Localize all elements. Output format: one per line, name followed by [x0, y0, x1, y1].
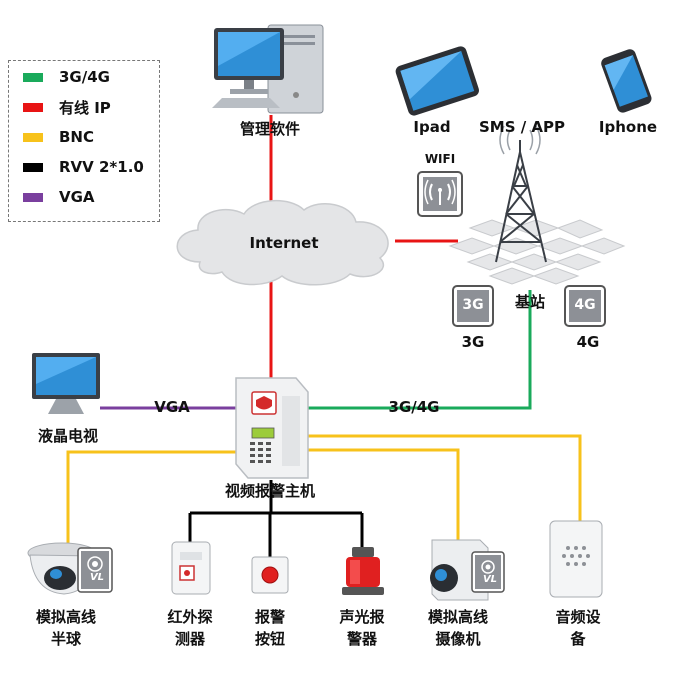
- legend: 3G/4G 有线 IP BNC RVV 2*1.0 VGA: [8, 60, 160, 222]
- pir-detector-icon: [171, 541, 211, 595]
- legend-item-rvv: RVV 2*1.0: [23, 157, 144, 177]
- legend-label: BNC: [59, 128, 94, 146]
- badge-3g-icon: [452, 285, 494, 327]
- line-host-basestation: [308, 290, 532, 410]
- legend-label: 有线 IP: [59, 98, 111, 117]
- legend-item-vga: VGA: [23, 187, 95, 207]
- analog-camera-label: 模拟高线 摄像机: [413, 606, 503, 650]
- legend-swatch: [23, 102, 43, 112]
- legend-swatch: [23, 192, 43, 202]
- label-4g: 4G: [576, 333, 600, 351]
- label-3g: 3G: [461, 333, 485, 351]
- audio-device-label: 音频设 备: [543, 606, 613, 650]
- siren-label-text: 声光报 警器: [339, 608, 385, 648]
- legend-item-bnc: BNC: [23, 127, 94, 147]
- legend-item-wired-ip: 有线 IP: [23, 97, 111, 117]
- tv-icon: [32, 353, 100, 414]
- alarm-host-label: 视频报警主机: [224, 482, 316, 500]
- line-host-camera: [305, 448, 460, 540]
- base-station-label: 基站: [514, 293, 546, 311]
- legend-label: RVV 2*1.0: [59, 158, 144, 176]
- legend-label: VGA: [59, 188, 95, 206]
- dome-camera-label: 模拟高线 半球: [21, 606, 111, 650]
- badge-3g-text: 3G: [462, 297, 484, 313]
- ipad-icon: [395, 46, 479, 116]
- iphone-icon: [601, 49, 652, 113]
- iphone-label: Iphone: [598, 118, 658, 136]
- legend-item-3g4g: 3G/4G: [23, 67, 110, 87]
- legend-swatch: [23, 132, 43, 142]
- analog-camera-icon: [430, 539, 505, 601]
- analog-camera-label-text: 模拟高线 摄像机: [427, 608, 488, 648]
- alarm-button-label-text: 报警 按钮: [254, 608, 285, 648]
- tv-label: 液晶电视: [37, 427, 99, 445]
- camera-vl-badge: VL: [482, 574, 498, 585]
- badge-4g-icon: [564, 285, 606, 327]
- audio-device-label-text: 音频设 备: [555, 608, 601, 648]
- dome-vl-badge: VL: [89, 572, 105, 583]
- mobile-link-label: 3G/4G: [388, 398, 440, 416]
- line-host-audio: [305, 434, 582, 522]
- sms-app-label: SMS / APP: [478, 118, 566, 136]
- base-station-icon: [448, 125, 626, 285]
- vga-link-label: VGA: [154, 398, 190, 416]
- legend-label: 3G/4G: [59, 68, 110, 86]
- audio-device-icon: [549, 520, 603, 598]
- legend-swatch: [23, 162, 43, 172]
- alarm-button-icon: [251, 556, 289, 594]
- ipad-label: Ipad: [413, 118, 451, 136]
- siren-label: 声光报 警器: [327, 606, 397, 650]
- computer-icon: [212, 24, 324, 114]
- wifi-icon: [417, 171, 463, 217]
- pir-detector-label-text: 红外探 测器: [167, 608, 213, 648]
- pir-detector-label: 红外探 测器: [155, 606, 225, 650]
- alarm-host-icon: [235, 377, 309, 479]
- management-software-label: 管理软件: [239, 120, 301, 138]
- line-host-dome: [66, 450, 240, 543]
- internet-cloud-icon: [176, 199, 389, 286]
- legend-swatch: [23, 72, 43, 82]
- siren-icon: [342, 547, 384, 595]
- alarm-button-label: 报警 按钮: [245, 606, 295, 650]
- internet-label: Internet: [249, 234, 319, 252]
- connection-lines: [66, 115, 582, 557]
- dome-camera-label-text: 模拟高线 半球: [35, 608, 96, 648]
- wifi-label: WIFI: [424, 152, 456, 166]
- badge-4g-text: 4G: [574, 297, 596, 313]
- dome-camera-icon: [27, 542, 113, 595]
